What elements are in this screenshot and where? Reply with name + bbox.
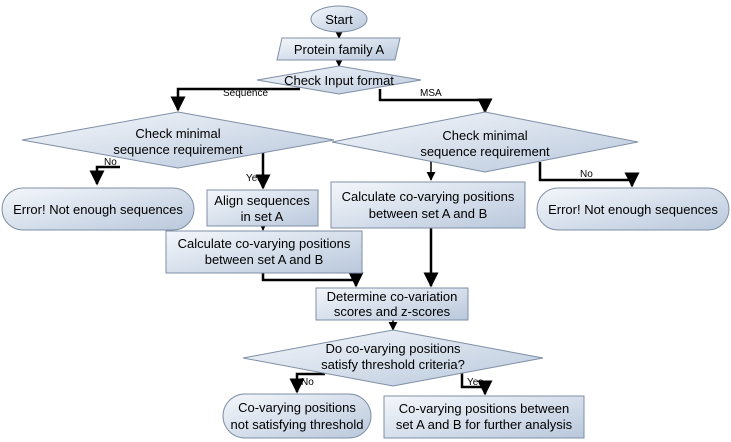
not-satisfy-label-1: Co-varying positions [238, 400, 356, 415]
edge-check-input-sequence [170, 87, 300, 112]
align-label-1: Align sequences [214, 193, 310, 208]
node-check-input: Check Input format [256, 65, 422, 95]
error-right-label: Error! Not enough sequences [548, 202, 718, 217]
not-satisfy-shape [222, 393, 372, 439]
start-shape [310, 5, 368, 33]
further-shape [383, 395, 585, 439]
edge-check-left-no [89, 165, 120, 186]
protein-family-label: Protein family A [294, 42, 385, 57]
further-label-1: Co-varying positions between [399, 401, 570, 416]
node-check-minimal-right: Check minimal sequence requirement [331, 111, 639, 173]
node-threshold: Do co-varying positions satisfy threshol… [242, 329, 544, 387]
calc-left-label-1: Calculate co-varying positions [178, 236, 351, 251]
edge-threshold-no [289, 372, 325, 394]
error-left-label: Error! Not enough sequences [13, 202, 183, 217]
edge-label-no-left: No [104, 157, 117, 168]
determine-label-2: scores and z-scores [334, 304, 451, 319]
check-input-shape [256, 65, 422, 95]
node-protein-family: Protein family A [276, 37, 401, 61]
check-minimal-right-shape [331, 111, 639, 173]
check-input-label: Check Input format [284, 73, 394, 88]
node-calc-left: Calculate co-varying positions between s… [165, 230, 363, 274]
calc-right-shape [330, 181, 526, 229]
node-error-right: Error! Not enough sequences [536, 187, 730, 231]
check-minimal-right-label-1: Check minimal [442, 128, 527, 143]
check-minimal-left-label-1: Check minimal [135, 126, 220, 141]
edge-check-input-msa [378, 89, 493, 114]
edge-threshold-yes [460, 368, 493, 396]
error-right-shape [536, 187, 730, 231]
check-minimal-right-label-2: sequence requirement [420, 144, 550, 159]
edge-label-yes-bottom: Yes [467, 377, 483, 388]
further-label-2: set A and B for further analysis [396, 417, 573, 432]
threshold-label-2: satisfy threshold criteria? [321, 357, 465, 372]
determine-label-1: Determine co-variation [327, 289, 458, 304]
threshold-shape [242, 329, 544, 387]
edge-calc-left-to-determine [261, 272, 364, 288]
edge-label-no-right: No [580, 169, 593, 180]
calc-right-label-1: Calculate co-varying positions [342, 189, 515, 204]
edge-label-msa: MSA [420, 88, 442, 99]
node-error-left: Error! Not enough sequences [1, 187, 195, 231]
edge-label-no-bottom: No [301, 377, 314, 388]
determine-shape [315, 287, 469, 321]
node-align: Align sequences in set A [206, 189, 319, 227]
threshold-label-1: Do co-varying positions [325, 341, 461, 356]
edge-check-right-no [538, 162, 640, 188]
node-calc-right: Calculate co-varying positions between s… [330, 181, 526, 229]
calc-left-shape [165, 230, 363, 274]
connectors [89, 29, 640, 396]
check-minimal-left-shape [21, 111, 335, 169]
node-not-satisfy: Co-varying positions not satisfying thre… [222, 393, 372, 439]
node-check-minimal-left: Check minimal sequence requirement [21, 111, 335, 169]
node-start: Start [310, 5, 368, 33]
protein-family-shape [276, 37, 401, 61]
error-left-shape [1, 187, 195, 231]
align-shape [206, 189, 319, 227]
start-label: Start [325, 12, 353, 27]
edge-labels: Sequence MSA No Yes No No Yes [104, 88, 593, 388]
not-satisfy-label-2: not satisfying threshold [231, 417, 364, 432]
edge-label-sequence: Sequence [223, 88, 268, 99]
check-minimal-left-label-2: sequence requirement [113, 142, 243, 157]
calc-right-label-2: between set A and B [369, 206, 488, 221]
calc-left-label-2: between set A and B [205, 252, 324, 267]
align-label-2: in set A [241, 209, 284, 224]
node-determine: Determine co-variation scores and z-scor… [315, 287, 469, 321]
edge-label-yes-left: Yes [246, 173, 262, 184]
node-further: Co-varying positions between set A and B… [383, 395, 585, 439]
